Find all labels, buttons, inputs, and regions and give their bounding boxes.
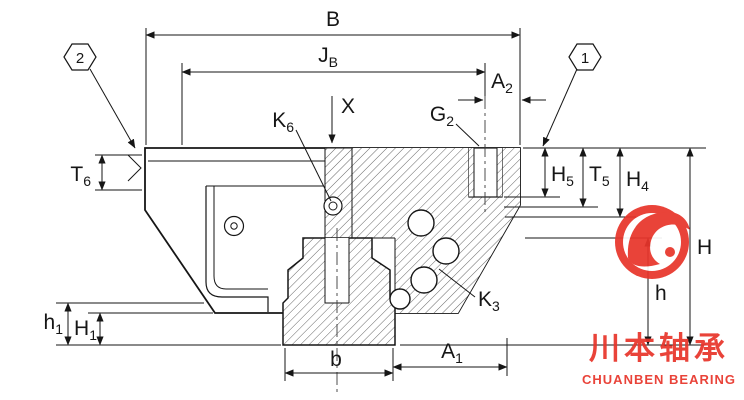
finish-mark (127, 154, 142, 182)
g2-hole-wall-hatch-right (497, 148, 502, 197)
watermark: 川本轴承 CHUANBEN BEARING (582, 205, 736, 387)
k6-hole-inner (328, 201, 338, 211)
carriage-section (127, 96, 521, 392)
dim-h1: h1 (44, 302, 281, 346)
dim-T6: T6 (70, 154, 142, 191)
dim-B-extension (145, 28, 521, 145)
dim-T6-label: T6 (70, 163, 91, 189)
dim-H4: H4 (505, 147, 649, 218)
dim-A2: A2 (458, 70, 546, 104)
dim-h1-label: h1 (44, 311, 64, 337)
dim-A1: A1 (392, 338, 508, 376)
watermark-logo-swoosh (627, 212, 690, 267)
dim-h-label: h (655, 282, 667, 305)
dim-H5-label: H5 (551, 163, 574, 189)
section-arrow-X-label: X (341, 95, 355, 118)
dim-T5-label: T5 (589, 163, 610, 189)
dim-H5: H5 (504, 147, 574, 198)
g2-thread-lines (469, 148, 502, 198)
dim-B-label: B (326, 8, 340, 31)
dim-JB: JB (181, 44, 486, 145)
g2-hole-wall-hatch-left (469, 148, 474, 197)
ball-4 (389, 288, 411, 310)
watermark-logo-dot (665, 247, 675, 257)
dim-T5: T5 (504, 147, 610, 208)
dim-H4-label: H4 (626, 168, 649, 194)
balloon-1-leader (542, 68, 578, 147)
balloon-2-leader (89, 68, 136, 149)
seal-screw-center (230, 222, 238, 230)
dim-b: b (284, 348, 394, 381)
center-web-hatch (324, 147, 353, 239)
watermark-text-cn: 川本轴承 (589, 331, 729, 367)
balloon-2-hexagon (63, 43, 97, 71)
end-seal-inner (213, 186, 268, 290)
balloon-2: 2 (63, 43, 136, 149)
leader-K6-label: K6 (272, 109, 294, 135)
dim-H-label: H (697, 236, 712, 259)
leader-G2-label: G2 (430, 103, 454, 129)
end-seal-outer (205, 186, 269, 312)
watermark-text-en: CHUANBEN BEARING (582, 372, 736, 387)
dim-H1: H1 (74, 312, 213, 346)
leader-K3: K3 (438, 268, 500, 314)
dim-H1-label: H1 (74, 317, 97, 343)
section-arrow-X: X (328, 95, 355, 144)
leader-K3-line (438, 268, 476, 298)
dim-h1-extension (56, 302, 281, 346)
leader-G2-line (455, 123, 480, 147)
dim-B: B (145, 8, 521, 145)
watermark-logo (615, 205, 690, 279)
ball-1 (407, 209, 435, 237)
dim-b-label: b (330, 348, 342, 371)
ball-3 (410, 266, 438, 294)
leader-K6-line (295, 129, 332, 202)
dim-H: H (686, 147, 712, 346)
balloon-1: 1 (542, 43, 602, 147)
balloon-2-number: 2 (76, 50, 84, 67)
leader-G2: G2 (430, 103, 480, 147)
dim-A2-label: A2 (491, 70, 513, 96)
dim-A1-label: A1 (441, 340, 463, 366)
balloon-1-number: 1 (581, 50, 589, 67)
leader-K6: K6 (272, 109, 332, 202)
ball-2 (432, 237, 460, 265)
leader-K3-label: K3 (478, 288, 500, 314)
dim-JB-label: JB (318, 44, 338, 70)
